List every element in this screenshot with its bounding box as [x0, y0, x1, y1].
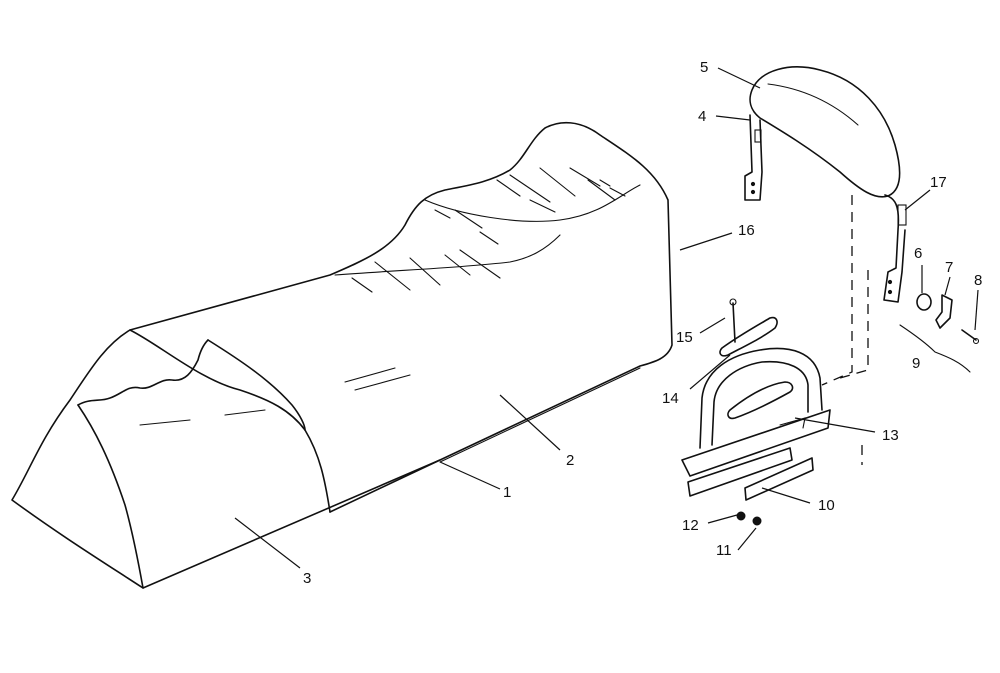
- callout-1: 1: [503, 484, 511, 501]
- seat-cover-ridge: [129, 329, 306, 431]
- seat-cover-side-line: [329, 459, 441, 513]
- callout-8: 8: [974, 272, 982, 289]
- bolt-8: [961, 329, 977, 341]
- upper-handle-piece: [719, 316, 778, 357]
- seat-rear-contour: [424, 184, 641, 222]
- callout-2: 2: [566, 452, 574, 469]
- handle-base-plate: [681, 409, 831, 477]
- callout-17: 17: [930, 174, 947, 191]
- callout-13: 13: [882, 427, 899, 444]
- callout-11: 11: [716, 542, 732, 559]
- callout-4: 4: [698, 108, 706, 125]
- alignment-dashed-line: [821, 195, 869, 465]
- bolt-8-head: [972, 337, 980, 345]
- backrest-pad: [749, 66, 901, 198]
- right-bracket: [883, 194, 906, 303]
- right-bracket-hole-2: [887, 289, 893, 295]
- seat-step-contour: [334, 234, 561, 276]
- callout-10: 10: [818, 497, 835, 514]
- kit-bracket-9: [899, 324, 971, 373]
- callout-5: 5: [700, 59, 708, 76]
- left-bracket-hole-2: [750, 189, 756, 195]
- bushing-6: [916, 293, 932, 311]
- backrest-pad-face: [767, 83, 859, 126]
- left-bracket: [744, 114, 763, 201]
- handle-base-slot: [779, 417, 806, 429]
- callout-3: 3: [303, 570, 311, 587]
- callout-9: 9: [912, 355, 920, 372]
- seat-cover-front-edge: [304, 429, 331, 513]
- left-bracket-plate: [754, 129, 762, 143]
- backrest-assembly: [744, 66, 907, 465]
- front-cover-edge: [77, 339, 209, 406]
- right-bracket-hole-1: [887, 279, 893, 285]
- seat-bottom-edge: [439, 367, 641, 463]
- right-bracket-plate: [897, 204, 907, 226]
- screw-shaft: [732, 302, 736, 343]
- callout-14: 14: [662, 390, 679, 407]
- callout-6: 6: [914, 245, 922, 262]
- handle-lower-rail: [687, 447, 793, 497]
- leader-lines: [234, 67, 979, 569]
- callout-12: 12: [682, 517, 699, 534]
- left-bracket-hole-1: [750, 181, 756, 187]
- handle-grip-insert: [727, 381, 794, 420]
- callout-7: 7: [945, 259, 953, 276]
- seat-surface-strokes: [139, 167, 626, 426]
- pad-strip: [744, 457, 814, 501]
- front-cover-lower-edge: [77, 404, 144, 589]
- grab-handle-inner: [711, 360, 809, 446]
- grab-handle-assembly: [681, 316, 831, 501]
- nut-12: [736, 511, 746, 521]
- grab-handle-loop: [699, 347, 823, 449]
- callout-16: 16: [738, 222, 755, 239]
- hardware: [729, 293, 980, 526]
- seat-assembly: [11, 121, 673, 589]
- screw-head: [729, 298, 737, 306]
- washer-11: [752, 516, 762, 526]
- callout-15: 15: [676, 329, 693, 346]
- callout-labels: 1 2 3 4 5 6 7 8 9 10 11 12 13 14 15 16 1…: [303, 59, 982, 587]
- knob-7: [935, 294, 953, 329]
- seat-base-outline: [11, 121, 673, 589]
- front-cover-fold: [207, 339, 306, 431]
